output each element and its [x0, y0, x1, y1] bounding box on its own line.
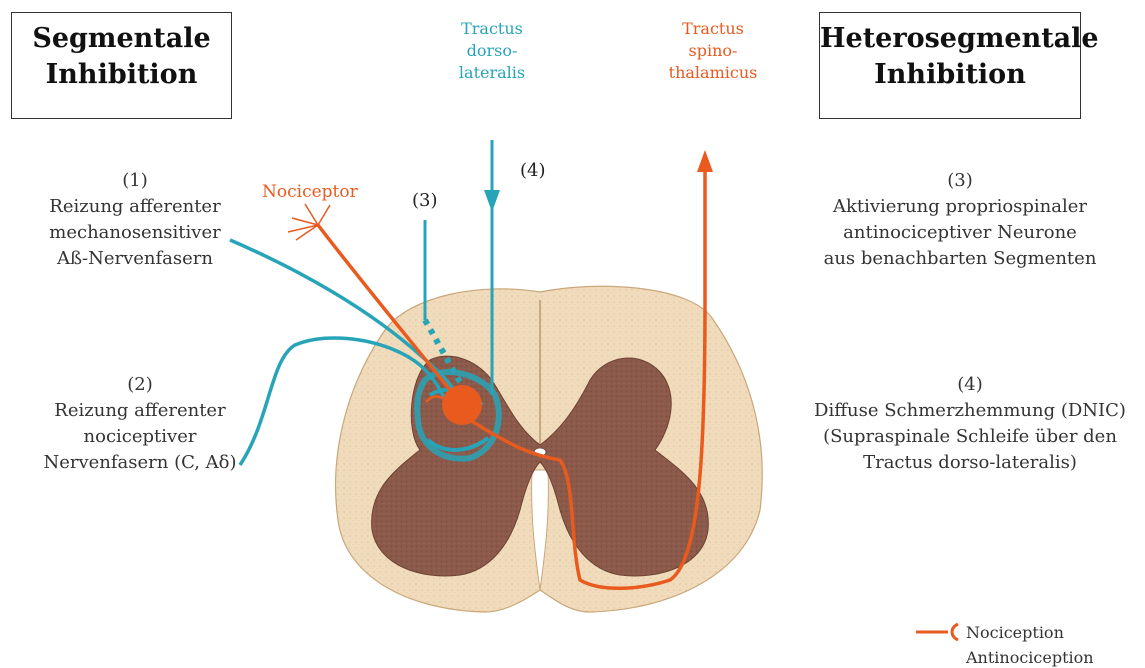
note-1: (1) Reizung afferenter mechanosensitiver… — [0, 168, 270, 272]
tract-label-line: Tractus — [658, 18, 768, 40]
legend-item-antinociception: Antinociception — [966, 646, 1094, 668]
box-title-line: Heterosegmentale — [820, 21, 1080, 57]
legend-label: Antinociception — [966, 648, 1094, 667]
note-line: mechanosensitiver — [0, 220, 270, 246]
note-number: (4) — [800, 372, 1140, 398]
note-line: Tractus dorso-lateralis) — [800, 450, 1140, 476]
note-number: (2) — [0, 372, 280, 398]
legend: Nociception — [966, 621, 1064, 643]
box-title-line: Inhibition — [12, 57, 231, 93]
note-number: (3) — [800, 168, 1120, 194]
legend-antinociception-wrap: Antinociception — [966, 646, 1094, 668]
tract-dorsolateralis-label: Tractus dorso- lateralis — [442, 18, 542, 84]
descending-arrowhead — [484, 190, 500, 212]
note-3: (3) Aktivierung propriospinaler antinoci… — [800, 168, 1120, 272]
tract-label-line: dorso- — [442, 40, 542, 62]
tract-label-line: spino- — [658, 40, 768, 62]
note-line: Reizung afferenter — [0, 398, 280, 424]
ascending-arrowhead — [697, 150, 713, 172]
note-number: (1) — [0, 168, 270, 194]
tract-spinothalamicus-label: Tractus spino- thalamicus — [658, 18, 768, 84]
note-line: Reizung afferenter — [0, 194, 270, 220]
note-line: Nervenfasern (C, Aδ) — [0, 450, 280, 476]
dorsal-horn-neuron — [442, 385, 482, 425]
note-2: (2) Reizung afferenter nociceptiver Nerv… — [0, 372, 280, 476]
note-line: nociceptiver — [0, 424, 280, 450]
note-line: (Supraspinale Schleife über den — [800, 424, 1140, 450]
note-line: Diffuse Schmerzhemmung (DNIC) — [800, 398, 1140, 424]
legend-label: Nociception — [966, 623, 1064, 642]
note-line: antinociceptiver Neurone — [800, 220, 1120, 246]
box-title-line: Inhibition — [820, 57, 1080, 93]
marker-3: (3) — [412, 190, 438, 211]
tract-label-line: lateralis — [442, 62, 542, 84]
nociceptor-label: Nociceptor — [262, 182, 358, 202]
tract-label-line: thalamicus — [658, 62, 768, 84]
box-title-line: Segmentale — [12, 21, 231, 57]
legend-nociception-glyph — [916, 624, 958, 640]
note-4: (4) Diffuse Schmerzhemmung (DNIC) (Supra… — [800, 372, 1140, 476]
legend-item-nociception: Nociception — [966, 621, 1064, 643]
segmental-inhibition-box: Segmentale Inhibition — [11, 12, 232, 119]
note-line: Aktivierung propriospinaler — [800, 194, 1120, 220]
marker-4: (4) — [520, 160, 546, 181]
tract-label-line: Tractus — [442, 18, 542, 40]
heterosegmental-inhibition-box: Heterosegmentale Inhibition — [819, 12, 1081, 119]
note-line: aus benachbarten Segmenten — [800, 246, 1120, 272]
note-line: Aß-Nervenfasern — [0, 246, 270, 272]
